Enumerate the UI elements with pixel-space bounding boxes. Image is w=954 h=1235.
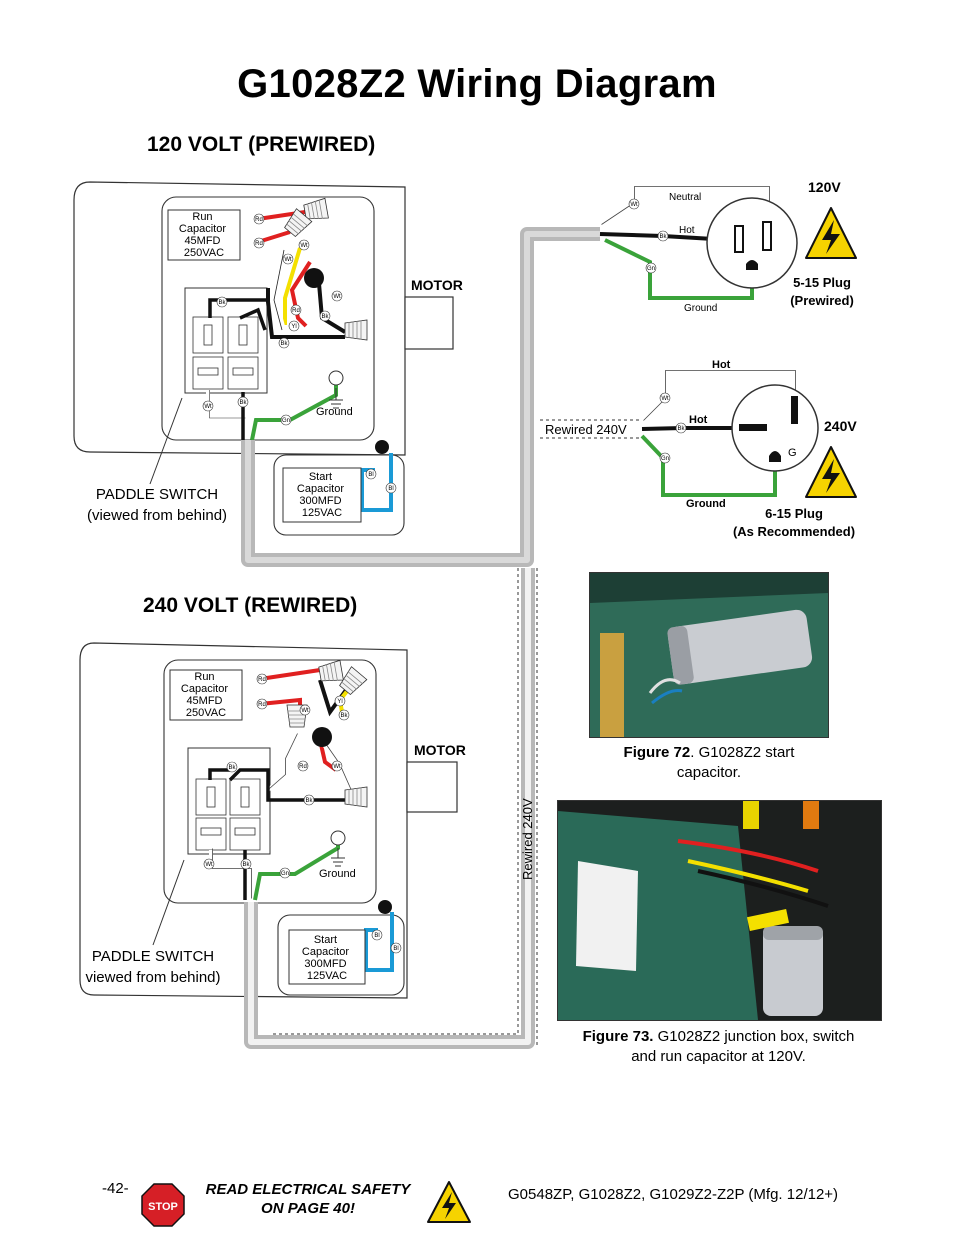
- plug-240v-name: 6-15 Plug: [765, 506, 823, 521]
- figure-73-text-2: and run capacitor at 120V.: [631, 1048, 806, 1065]
- svg-text:Wt: Wt: [301, 708, 309, 714]
- svg-text:Wt: Wt: [284, 257, 292, 263]
- figure-73-photo: [557, 800, 882, 1021]
- start-capacitor-240v: [288, 929, 366, 985]
- svg-text:Wt: Wt: [205, 862, 213, 868]
- svg-text:Gn: Gn: [661, 456, 669, 462]
- svg-text:Rd: Rd: [255, 241, 263, 247]
- rewired-240v-label: Rewired 240V: [545, 422, 627, 437]
- svg-text:Rd: Rd: [258, 702, 266, 708]
- cord-rewired-240v-label: Rewired 240V: [520, 798, 535, 880]
- plug-120v-neutral-label: Neutral: [669, 192, 701, 203]
- svg-text:Wt: Wt: [661, 396, 669, 402]
- paddle-switch-title-240v: PADDLE SWITCH: [91, 948, 215, 965]
- plug-120v: Neutral Hot Ground Wt Bk Gn 120V 5-15 Pl…: [598, 179, 857, 314]
- svg-text:Bk: Bk: [321, 314, 329, 320]
- plug-240v-hot-top-label: Hot: [712, 359, 731, 371]
- start-capacitor-120v: [282, 467, 362, 523]
- svg-text:Bk: Bk: [242, 862, 250, 868]
- svg-text:Bk: Bk: [218, 300, 226, 306]
- svg-text:Bk: Bk: [659, 234, 667, 240]
- section-title-120v: 120 VOLT (PREWIRED): [147, 133, 376, 156]
- svg-text:Wt: Wt: [204, 404, 212, 410]
- safety-notice-line-2: ON PAGE 40!: [261, 1200, 355, 1217]
- plug-240v-hot-label: Hot: [689, 414, 708, 426]
- svg-text:Bl: Bl: [368, 472, 373, 478]
- paddle-switch-label-240v: PADDLE SWITCH viewed from behind): [68, 946, 238, 988]
- svg-text:Bl: Bl: [374, 933, 379, 939]
- figure-73-caption: Figure 73. G1028Z2 junction box, switch …: [557, 1027, 880, 1067]
- svg-text:Gn: Gn: [282, 418, 290, 424]
- safety-notice: READ ELECTRICAL SAFETY ON PAGE 40!: [190, 1180, 426, 1218]
- svg-text:Wt: Wt: [333, 764, 341, 770]
- run-capacitor-label-120v: Run Capacitor 45MFD 250VAC: [179, 211, 229, 259]
- high-voltage-warning-icon: [427, 1181, 471, 1223]
- svg-text:Bl: Bl: [388, 486, 393, 492]
- figure-72-text-1: . G1028Z2 start: [690, 744, 795, 761]
- page-title: G1028Z2 Wiring Diagram: [237, 62, 717, 106]
- ground-label-120v: Ground: [316, 406, 353, 418]
- svg-text:Yl: Yl: [337, 699, 342, 705]
- motor-shaft-240v: [406, 761, 458, 813]
- section-120v: MOTOR Run Capacitor 45MFD 250VAC: [73, 181, 463, 536]
- model-line: G0548ZP, G1028Z2, G1029Z2-Z2P (Mfg. 12/1…: [508, 1186, 839, 1203]
- figure-72-caption: Figure 72. G1028Z2 start capacitor.: [596, 743, 822, 783]
- svg-text:Yl: Yl: [291, 324, 296, 330]
- figure-72-text-2: capacitor.: [676, 764, 742, 781]
- plug-240v-ground-label: Ground: [686, 498, 726, 510]
- svg-text:Bk: Bk: [228, 765, 236, 771]
- run-capacitor-label-240v: Run Capacitor 45MFD 250VAC: [181, 671, 231, 719]
- plug-120v-ground-label: Ground: [684, 303, 717, 314]
- paddle-switch-note-240v: viewed from behind): [85, 969, 221, 986]
- stop-sign-icon: STOP: [141, 1183, 185, 1227]
- start-capacitor-label-240v: Start Capacitor 300MFD 125VAC: [302, 934, 352, 982]
- svg-text:STOP: STOP: [148, 1201, 178, 1213]
- section-240v: MOTOR Run Capacitor 45MFD 250VAC: [79, 642, 466, 999]
- svg-text:Rd: Rd: [299, 764, 307, 770]
- page-number: -42-: [102, 1180, 129, 1197]
- svg-text:Bk: Bk: [340, 713, 348, 719]
- svg-text:Rd: Rd: [255, 217, 263, 223]
- plug-240v-voltage: 240V: [824, 418, 857, 434]
- figure-72-number: Figure 72: [623, 744, 691, 761]
- wire-codes-240v: Rd Rd Yl Bk Wt Bk Rd Wt Bk Wt Bk Gn Bl B…: [203, 673, 402, 954]
- svg-text:Bk: Bk: [239, 400, 247, 406]
- paddle-switch-note-120v: (viewed from behind): [86, 507, 228, 524]
- paddle-switch-label-120v: PADDLE SWITCH (viewed from behind): [72, 484, 242, 526]
- svg-text:Bk: Bk: [280, 341, 288, 347]
- plug-240v: G Hot Hot Ground Wt Bk Gn 240V 6-15 Plug…: [545, 359, 857, 539]
- svg-text:Rd: Rd: [258, 677, 266, 683]
- svg-text:Bk: Bk: [677, 426, 685, 432]
- plug-240v-g-letter: G: [788, 447, 797, 459]
- section-title-240v: 240 VOLT (REWIRED): [143, 594, 358, 617]
- svg-text:Wt: Wt: [630, 202, 638, 208]
- svg-text:Wt: Wt: [300, 243, 308, 249]
- svg-text:Bl: Bl: [393, 946, 398, 952]
- start-capacitor-label-120v: Start Capacitor 300MFD 125VAC: [297, 471, 347, 519]
- svg-text:Wt: Wt: [333, 294, 341, 300]
- motor-label-120v: MOTOR: [411, 277, 463, 293]
- svg-text:Rd: Rd: [292, 308, 300, 314]
- motor-label-240v: MOTOR: [414, 742, 466, 758]
- plug-120v-name: 5-15 Plug: [793, 275, 851, 290]
- safety-notice-line-1: READ ELECTRICAL SAFETY: [205, 1181, 411, 1198]
- figure-73-text-1: G1028Z2 junction box, switch: [653, 1028, 855, 1045]
- figure-72-photo: [589, 572, 829, 738]
- svg-text:Gn: Gn: [281, 871, 289, 877]
- wire-codes-120v: Rd Rd Wt Wt Wt Bk Rd Bk Yl Bk Wt Bk Gn B…: [202, 213, 397, 494]
- run-capacitor-120v: [167, 209, 241, 261]
- plug-120v-voltage: 120V: [808, 179, 841, 195]
- plug-120v-status: (Prewired): [790, 293, 854, 308]
- plug-120v-hot-label: Hot: [679, 225, 695, 236]
- svg-text:Bk: Bk: [305, 798, 313, 804]
- run-capacitor-240v: [169, 669, 243, 721]
- figure-73-number: Figure 73.: [582, 1028, 654, 1045]
- plug-240v-status: (As Recommended): [733, 524, 855, 539]
- ground-label-240v: Ground: [319, 868, 356, 880]
- motor-shaft-120v: [404, 296, 454, 350]
- paddle-switch-title-120v: PADDLE SWITCH: [95, 486, 219, 503]
- svg-text:Gn: Gn: [647, 266, 655, 272]
